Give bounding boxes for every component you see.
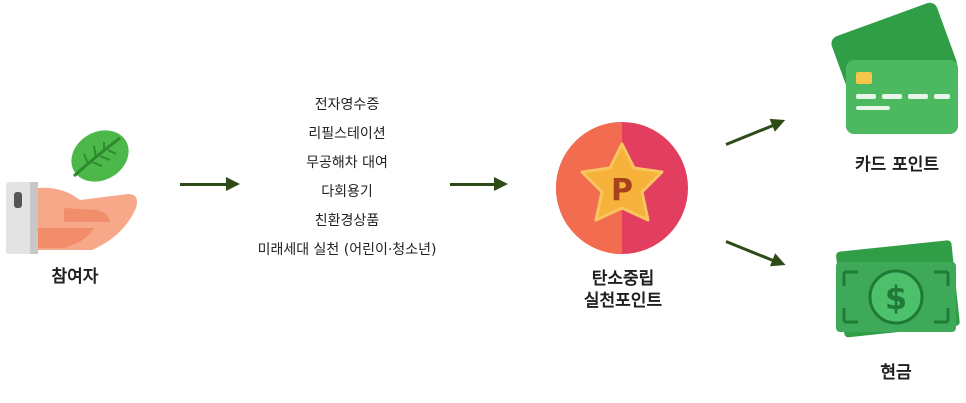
hand-holding-leaf-icon <box>6 130 137 254</box>
card-output: 카드 포인트 <box>818 0 966 180</box>
cash-label: 현금 <box>880 363 912 383</box>
points-label-line2: 실천포인트 <box>583 291 663 311</box>
points-node: P 탄소중립 실천포인트 <box>548 120 698 320</box>
svg-text:$: $ <box>885 279 907 317</box>
banknote-icon: $ <box>836 240 960 338</box>
activity-item: 무공해차 대여 <box>306 155 388 171</box>
card-label: 카드 포인트 <box>854 155 940 175</box>
activity-item: 리필스테이션 <box>308 126 386 142</box>
points-label-line1: 탄소중립 <box>591 269 655 289</box>
star-p-coin-icon: P <box>556 122 688 254</box>
activity-item: 미래세대 실천 (어린이·청소년) <box>257 242 437 258</box>
arrow-activities-to-points <box>450 177 508 191</box>
activity-item: 친환경상품 <box>314 213 380 229</box>
svg-text:P: P <box>611 173 633 208</box>
participant-node: 참여자 <box>0 110 160 300</box>
activity-item: 전자영수증 <box>314 97 380 113</box>
arrow-points-to-card <box>725 121 781 146</box>
cash-output: $ 현금 <box>826 230 966 403</box>
arrow-points-to-cash <box>725 240 781 265</box>
arrow-participant-to-activities <box>180 177 240 191</box>
participant-label: 참여자 <box>51 267 99 287</box>
activity-item: 다회용기 <box>321 184 373 200</box>
credit-card-icon <box>831 2 958 134</box>
